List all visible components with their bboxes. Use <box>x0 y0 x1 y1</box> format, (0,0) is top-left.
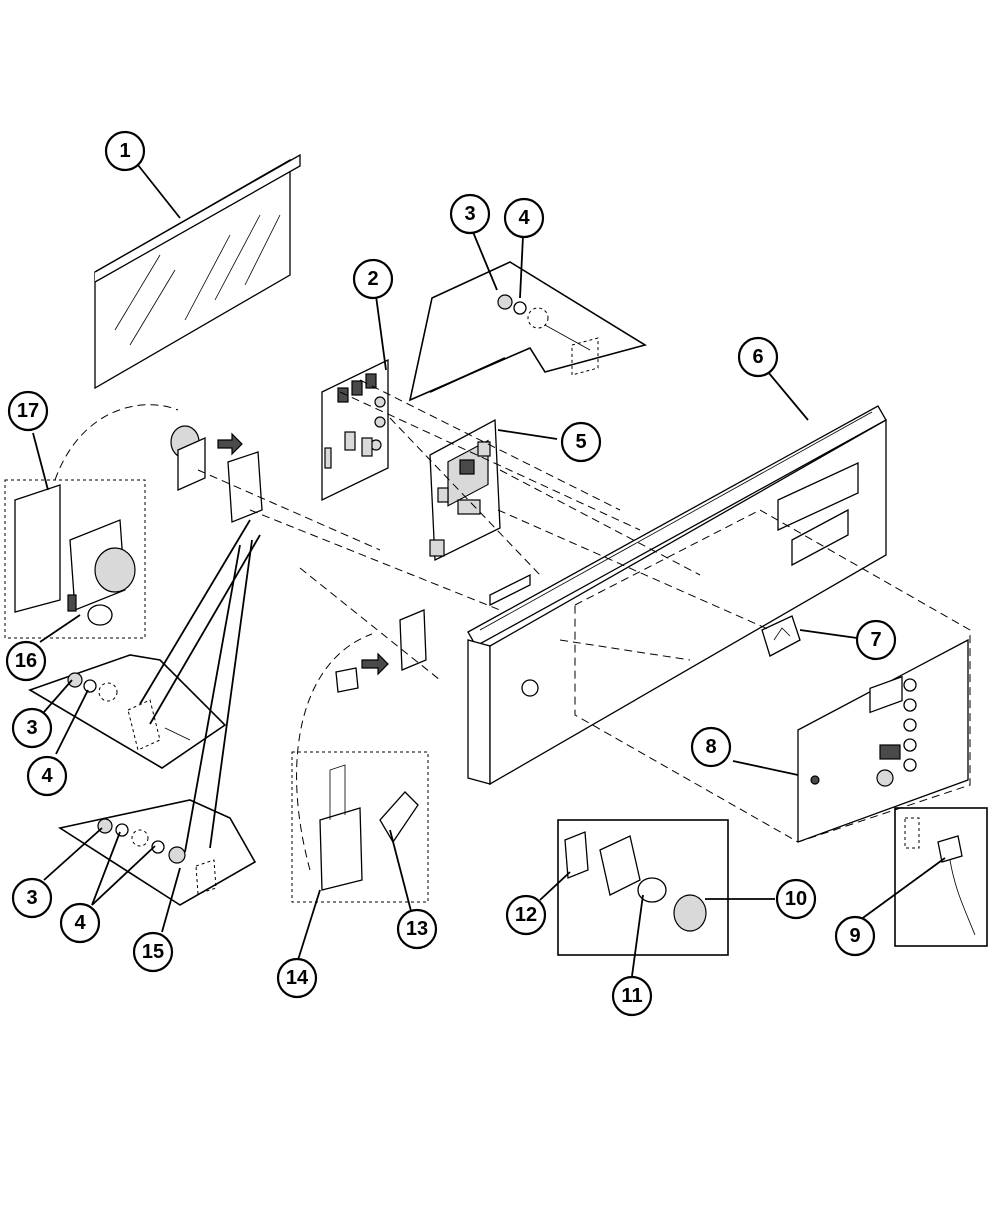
callout-1: 1 <box>106 132 144 170</box>
callout-6-label: 6 <box>752 346 763 368</box>
callout-14: 14 <box>278 959 316 997</box>
callout-4-top: 4 <box>505 199 543 237</box>
callout-10: 10 <box>777 880 815 918</box>
callout-3-top: 3 <box>451 195 489 233</box>
callout-3-lower: 3 <box>13 879 51 917</box>
callout-11: 11 <box>613 977 651 1015</box>
callout-7-label: 7 <box>870 629 881 651</box>
callout-4-lower-label: 4 <box>74 912 86 934</box>
part-board-housing <box>430 420 500 560</box>
callout-16: 16 <box>7 642 45 680</box>
callout-3-lower-label: 3 <box>26 887 37 909</box>
part-window-panel <box>95 155 300 388</box>
callout-6: 6 <box>739 338 777 376</box>
callout-13: 13 <box>398 910 436 948</box>
callout-13-label: 13 <box>406 918 428 940</box>
callout-4-middle-label: 4 <box>41 765 53 787</box>
part-lower-fastener-detail <box>60 800 255 905</box>
callout-5: 5 <box>562 423 600 461</box>
callout-7: 7 <box>857 621 895 659</box>
part-sensor-detail <box>895 808 987 946</box>
callout-8-label: 8 <box>705 736 716 758</box>
part-motor-assembly <box>5 480 145 638</box>
part-control-board <box>322 360 388 500</box>
callout-5-label: 5 <box>575 431 586 453</box>
part-top-fastener-detail <box>410 262 645 400</box>
callout-8: 8 <box>692 728 730 766</box>
callout-17: 17 <box>9 392 47 430</box>
callout-15-label: 15 <box>142 941 164 963</box>
callout-11-label: 11 <box>621 985 642 1007</box>
callout-2: 2 <box>354 260 392 298</box>
callout-4-top-label: 4 <box>518 207 530 229</box>
part-left-fastener-detail <box>30 655 225 768</box>
callout-14-label: 14 <box>286 967 309 989</box>
callout-3-middle: 3 <box>13 709 51 747</box>
part-switch-detail <box>558 820 728 955</box>
callout-2-label: 2 <box>367 268 378 290</box>
callout-9: 9 <box>836 917 874 955</box>
callout-3-middle-label: 3 <box>26 717 37 739</box>
callout-1-label: 1 <box>119 140 130 162</box>
callout-12-label: 12 <box>515 904 537 926</box>
callout-4-middle: 4 <box>28 757 66 795</box>
callout-12: 12 <box>507 896 545 934</box>
callout-3-top-label: 3 <box>464 203 475 225</box>
callout-16-label: 16 <box>15 650 37 672</box>
part-motor-and-cover <box>171 426 262 522</box>
callout-10-label: 10 <box>785 888 807 910</box>
callout-9-label: 9 <box>849 925 860 947</box>
callout-4-lower: 4 <box>61 904 99 942</box>
callout-15: 15 <box>134 933 172 971</box>
callout-17-label: 17 <box>17 400 39 422</box>
